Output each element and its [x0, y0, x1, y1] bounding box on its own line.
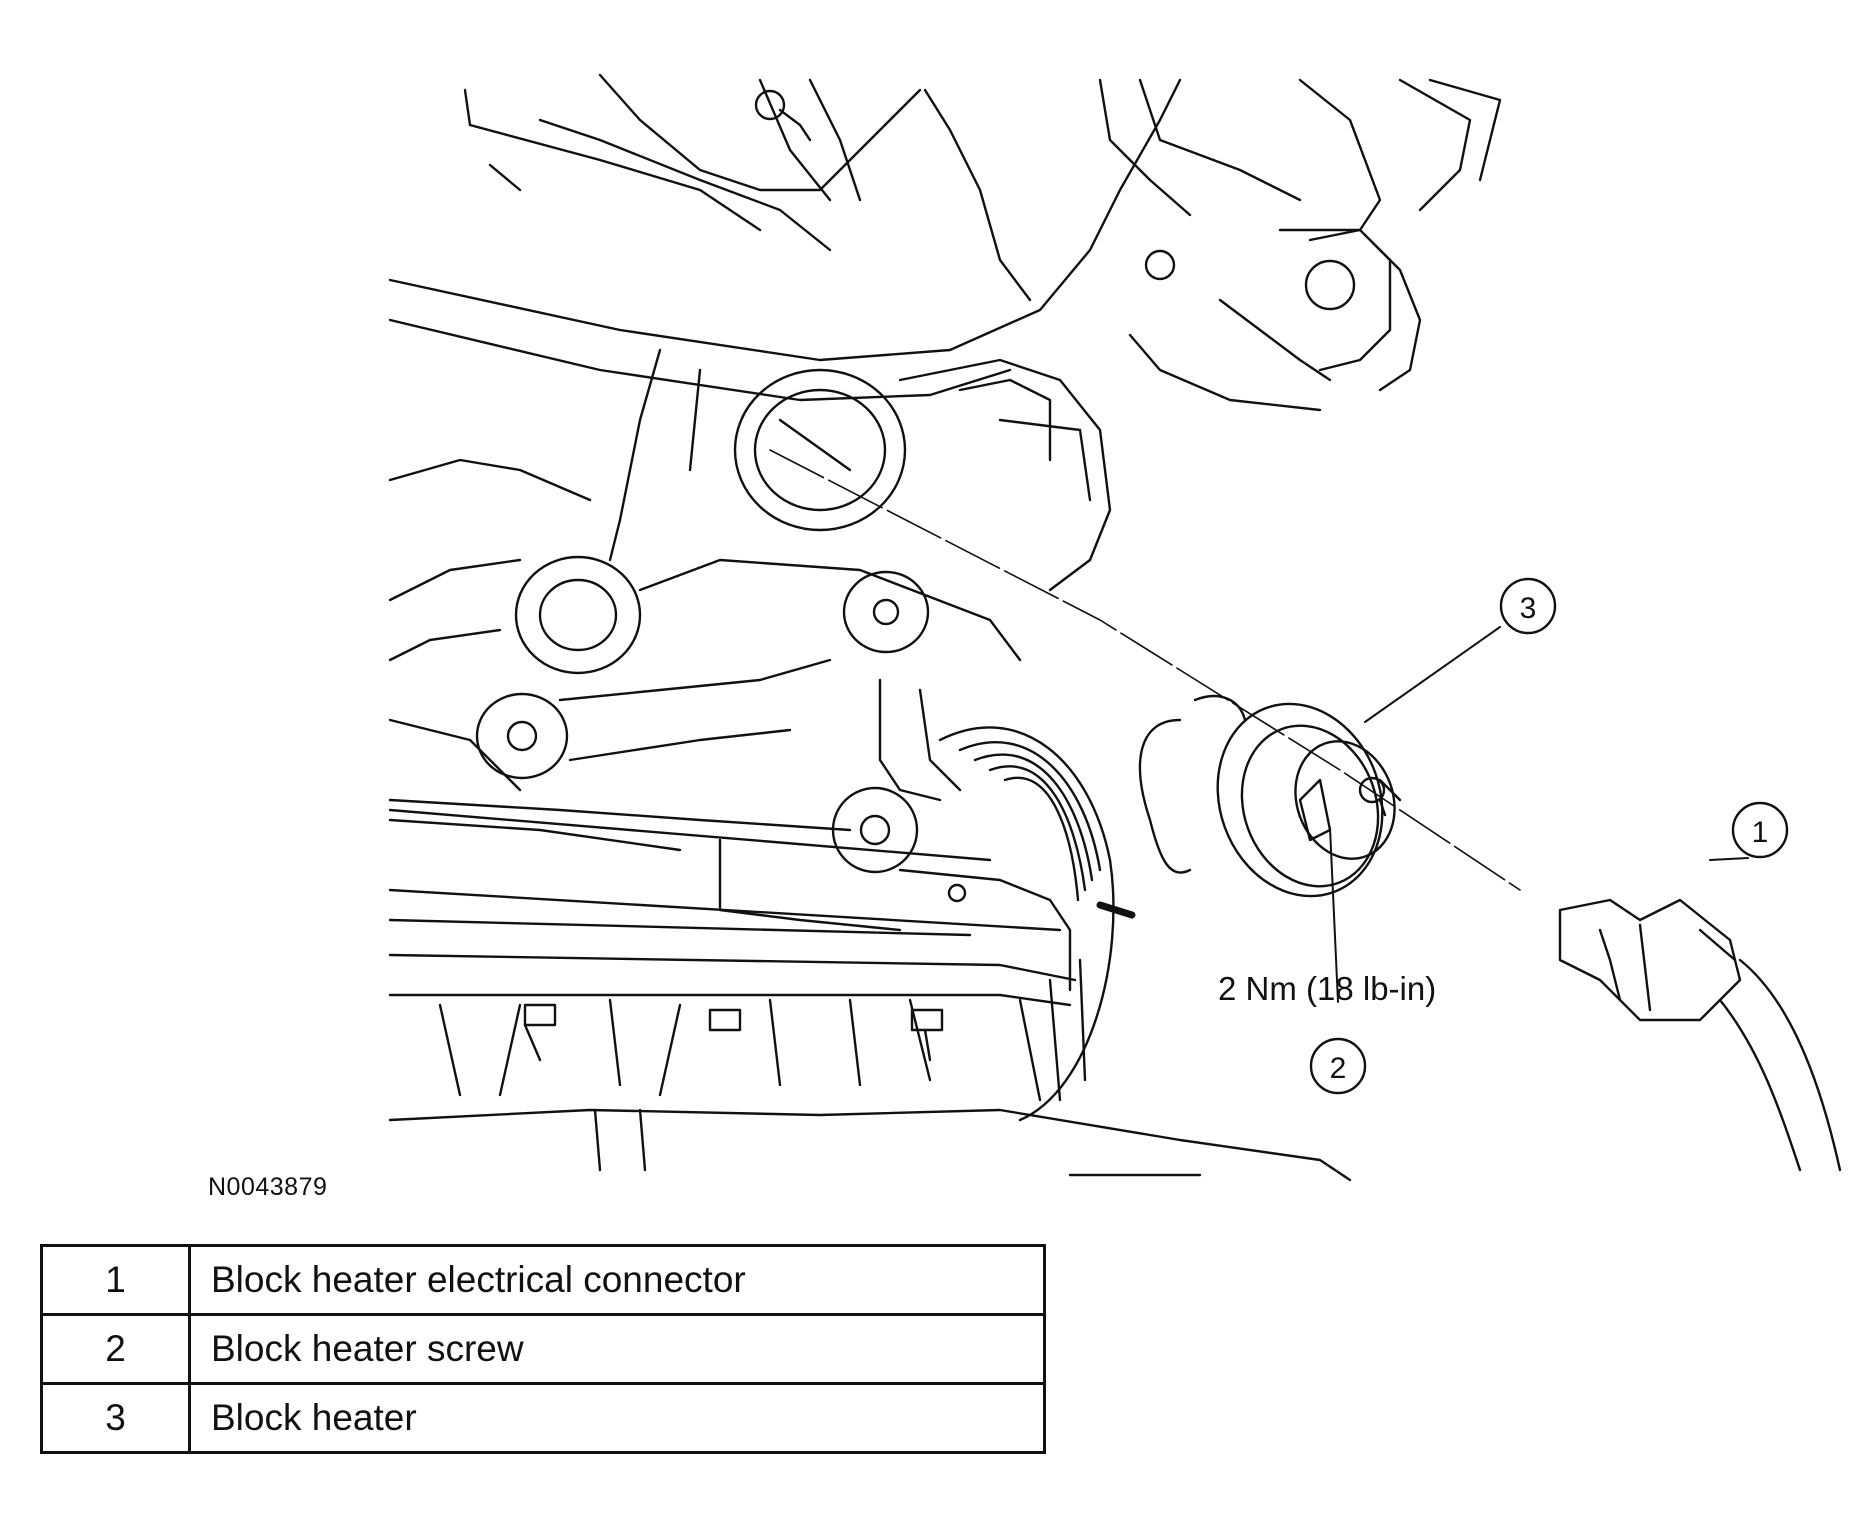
table-row: 2 Block heater screw [40, 1313, 1046, 1385]
torque-specification-label: 2 Nm (18 lb-in) [1218, 970, 1436, 1007]
oil-pan-drawing [388, 808, 1352, 1182]
callout-1-circle [1731, 801, 1789, 859]
legend-description: Block heater screw [188, 1313, 1046, 1385]
crankshaft-pulley-drawing [938, 726, 1136, 1122]
legend-description: Block heater [188, 1382, 1046, 1454]
upper-manifold-drawing [388, 73, 1502, 412]
callout-3-circle [1499, 577, 1557, 635]
installation-axis-line [769, 449, 1521, 891]
table-row: 3 Block heater [40, 1382, 1046, 1454]
figure-id: N0043879 [208, 1173, 328, 1201]
engine-block-drawing [388, 348, 1112, 992]
callout-1-number: 1 [1752, 816, 1769, 849]
legend-number: 3 [40, 1382, 191, 1454]
callout-2-number: 2 [1330, 1052, 1347, 1085]
callout-3-number: 3 [1520, 592, 1537, 625]
block-heater-connector-drawing [1558, 898, 1842, 1172]
callout-leader-lines [1329, 626, 1749, 1003]
legend-number: 1 [40, 1244, 191, 1316]
block-heater-drawing [1138, 694, 1402, 898]
legend-description: Block heater electrical connector [188, 1244, 1046, 1316]
legend-number: 2 [40, 1313, 191, 1385]
table-row: 1 Block heater electrical connector [40, 1244, 1046, 1316]
callout-2-circle [1309, 1037, 1367, 1095]
callout-legend-table: 1 Block heater electrical connector 2 Bl… [40, 1244, 1046, 1454]
